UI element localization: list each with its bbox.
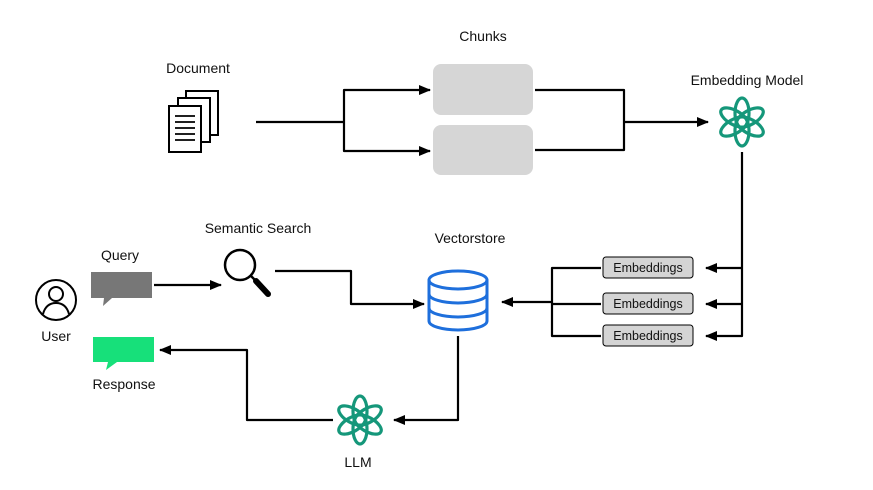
embeddings-to-vectorstore-arrows [501,266,601,338]
response-bubble [93,337,154,370]
chunks-to-embedding-arrows [535,88,709,152]
document-to-chunks-arrows [256,85,431,156]
embedding-to-embeddings-arrows [705,152,744,341]
embeddings-label-2: Embeddings [613,297,683,311]
embeddings-label-1: Embeddings [613,261,683,275]
user-label: User [41,328,71,344]
semantic-search-label: Semantic Search [205,220,312,236]
embedding-model-label: Embedding Model [691,72,804,88]
search-to-vectorstore-arrow [275,269,425,309]
embeddings-box-3: Embeddings [602,324,694,347]
magnifier-icon [223,248,271,297]
chunk-box-1 [433,64,533,115]
chunk-box-2 [433,125,533,175]
query-bubble [91,272,152,306]
llm-label: LLM [344,454,371,470]
vectorstore-label: Vectorstore [435,230,506,246]
document-label: Document [166,60,230,76]
chunks-label: Chunks [459,28,506,44]
embeddings-label-3: Embeddings [613,329,683,343]
llm-to-response-arrow [159,345,333,422]
openai-logo-icon [716,96,768,148]
vectorstore-to-llm-arrow [393,336,460,425]
response-label: Response [92,376,155,392]
embeddings-box-2: Embeddings [602,292,694,315]
document-stack-icon [168,90,219,153]
openai-logo-icon [334,394,386,446]
embeddings-box-1: Embeddings [602,256,694,279]
query-label: Query [101,247,139,263]
database-icon [427,269,489,332]
user-icon [35,279,77,321]
